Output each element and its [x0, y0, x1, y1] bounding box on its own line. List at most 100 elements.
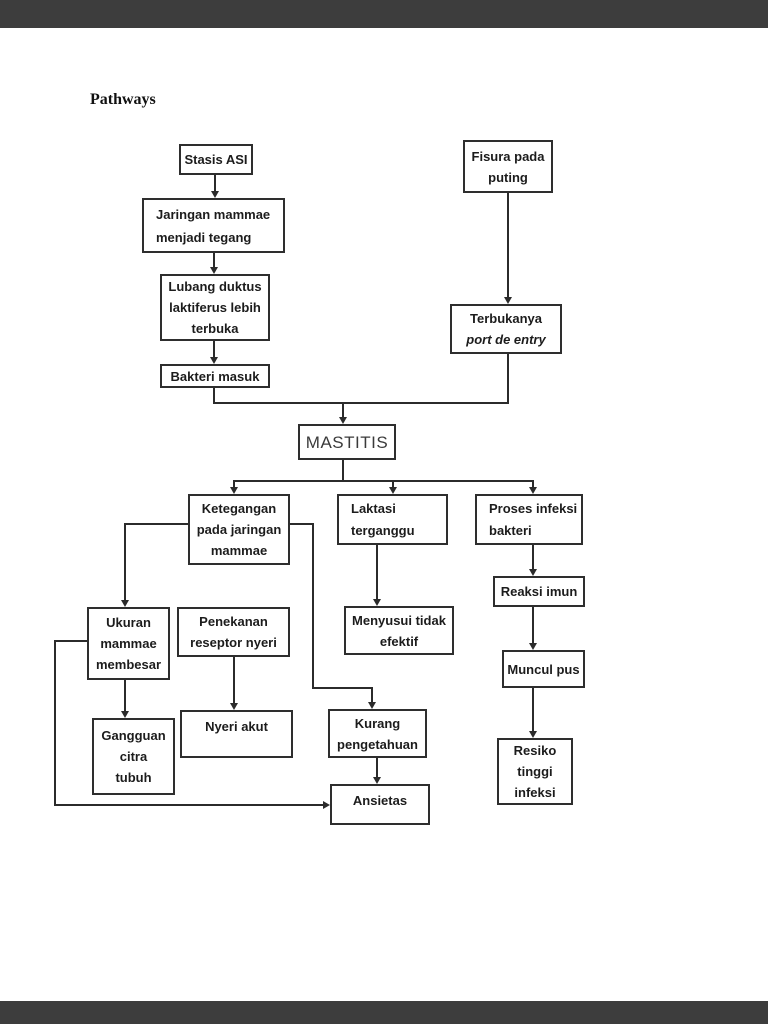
node-bakteri-masuk: Bakteri masuk: [160, 364, 270, 388]
node-label: Resiko: [513, 743, 557, 758]
node-label: Nyeri akut: [205, 719, 268, 734]
letterbox-bottom: [0, 1001, 768, 1024]
arrowhead-down-icon: [230, 703, 238, 710]
node-label: Penekanan: [199, 614, 268, 629]
connector-penekanan-to-nyeri: [233, 657, 235, 703]
node-fisura-puting: Fisura pada puting: [463, 140, 553, 193]
arrowhead-down-icon: [210, 267, 218, 274]
node-reaksi-imun: Reaksi imun: [493, 576, 585, 607]
node-proses-infeksi: Proses infeksi bakteri: [475, 494, 583, 545]
node-label: Bakteri masuk: [170, 368, 260, 384]
arrowhead-down-icon: [121, 600, 129, 607]
arrowhead-down-icon: [529, 569, 537, 576]
node-ketegangan: Ketegangan pada jaringan mammae: [188, 494, 290, 565]
node-label: Fisura pada: [471, 148, 545, 164]
connector-to-laktasi: [392, 482, 394, 487]
arrowhead-down-icon: [529, 643, 537, 650]
node-label: terganggu: [351, 522, 415, 538]
node-label: efektif: [379, 633, 419, 649]
node-label: puting: [488, 169, 528, 185]
node-penekanan-reseptor: Penekanan reseptor nyeri: [177, 607, 290, 657]
connector-to-kurang-horizontal: [312, 687, 373, 689]
connector-ukuran-left-horizontal: [54, 640, 87, 642]
connector-fisura-to-terbukanya: [507, 193, 509, 297]
node-label: Reaksi imun: [500, 584, 578, 599]
connector-to-proses-infeksi: [532, 482, 534, 487]
node-ansietas: Ansietas: [330, 784, 430, 825]
connector-junction-horizontal: [213, 402, 509, 404]
node-label: mammae: [210, 543, 268, 558]
arrowhead-down-icon: [368, 702, 376, 709]
connector-to-ketegangan: [233, 482, 235, 487]
connector-ukuran-to-gangguan: [124, 680, 126, 711]
node-label: Laktasi: [351, 500, 396, 516]
connector-bakteri-to-junction: [213, 388, 215, 404]
connector-laktasi-to-menyusui: [376, 545, 378, 599]
node-label: Jaringan mammae: [156, 206, 271, 222]
node-label: tinggi: [517, 764, 553, 779]
letterbox-top: [0, 0, 768, 28]
node-label: Kurang: [354, 715, 401, 731]
arrowhead-down-icon: [121, 711, 129, 718]
node-label: reseptor nyeri: [190, 635, 277, 650]
node-label: menjadi tegang: [156, 229, 252, 245]
node-nyeri-akut: Nyeri akut: [180, 710, 293, 758]
node-kurang-pengetahuan: Kurang pengetahuan: [328, 709, 427, 758]
page-title: Pathways: [90, 91, 156, 108]
node-label: tubuh: [115, 770, 152, 785]
arrowhead-down-icon: [230, 487, 238, 494]
node-terbukanya-port-de-entry: Terbukanya port de entry: [450, 304, 562, 354]
arrowhead-down-icon: [339, 417, 347, 424]
node-label: Stasis ASI: [184, 152, 248, 167]
connector-muncul-to-resiko: [532, 688, 534, 731]
arrowhead-down-icon: [373, 777, 381, 784]
node-label: citra: [119, 749, 148, 764]
node-laktasi-terganggu: Laktasi terganggu: [337, 494, 448, 545]
node-stasis-asi: Stasis ASI: [179, 144, 253, 175]
arrowhead-down-icon: [211, 191, 219, 198]
connector-ketegangan-right-horizontal: [290, 523, 314, 525]
arrowhead-down-icon: [504, 297, 512, 304]
connector-terbukanya-to-junction: [507, 354, 509, 404]
node-lubang-duktus: Lubang duktus laktiferus lebih terbuka: [160, 274, 270, 341]
arrowhead-down-icon: [373, 599, 381, 606]
node-label: pada jaringan: [196, 522, 282, 537]
connector-reaksi-to-muncul: [532, 607, 534, 643]
node-label: Ketegangan: [201, 501, 277, 516]
node-jaringan-mammae: Jaringan mammae menjadi tegang: [142, 198, 285, 253]
node-label: Lubang duktus: [168, 279, 262, 294]
connector-lubang-to-bakteri: [213, 341, 215, 357]
node-label: bakteri: [489, 522, 532, 538]
connector-proses-to-reaksi: [532, 545, 534, 569]
connector-stasis-to-jaringan: [214, 175, 216, 191]
connector-mastitis-to-distribution: [342, 460, 344, 481]
connector-distribution-horizontal: [233, 480, 534, 482]
node-gangguan-citra-tubuh: Gangguan citra tubuh: [92, 718, 175, 795]
node-label: membesar: [95, 657, 162, 672]
node-label: Ansietas: [352, 793, 408, 808]
node-label: port de entry: [466, 332, 546, 347]
node-muncul-pus: Muncul pus: [502, 650, 585, 688]
node-label: MASTITIS: [305, 432, 389, 452]
arrowhead-down-icon: [529, 731, 537, 738]
node-label: mammae: [100, 636, 157, 651]
node-label: pengetahuan: [337, 736, 418, 752]
connector-to-kurang-vertical: [371, 687, 373, 702]
connector-junction-to-mastitis: [342, 404, 344, 417]
node-label: laktiferus lebih: [169, 300, 261, 315]
node-resiko-tinggi-infeksi: Resiko tinggi infeksi: [497, 738, 573, 805]
connector-to-ansietas-horizontal: [54, 804, 323, 806]
node-mastitis: MASTITIS: [298, 424, 396, 460]
connector-far-left-vertical: [54, 640, 56, 806]
node-label: Ukuran: [106, 615, 151, 630]
arrowhead-down-icon: [210, 357, 218, 364]
connector-ketegangan-to-ukuran: [124, 523, 126, 600]
node-label: Menyusui tidak: [352, 612, 446, 628]
node-label: terbuka: [191, 321, 239, 336]
arrowhead-down-icon: [529, 487, 537, 494]
node-label: Terbukanya: [469, 311, 542, 326]
node-label: Proses infeksi: [489, 500, 578, 516]
connector-kurang-to-ansietas: [376, 758, 378, 777]
node-label: Muncul pus: [507, 661, 580, 677]
arrowhead-down-icon: [389, 487, 397, 494]
